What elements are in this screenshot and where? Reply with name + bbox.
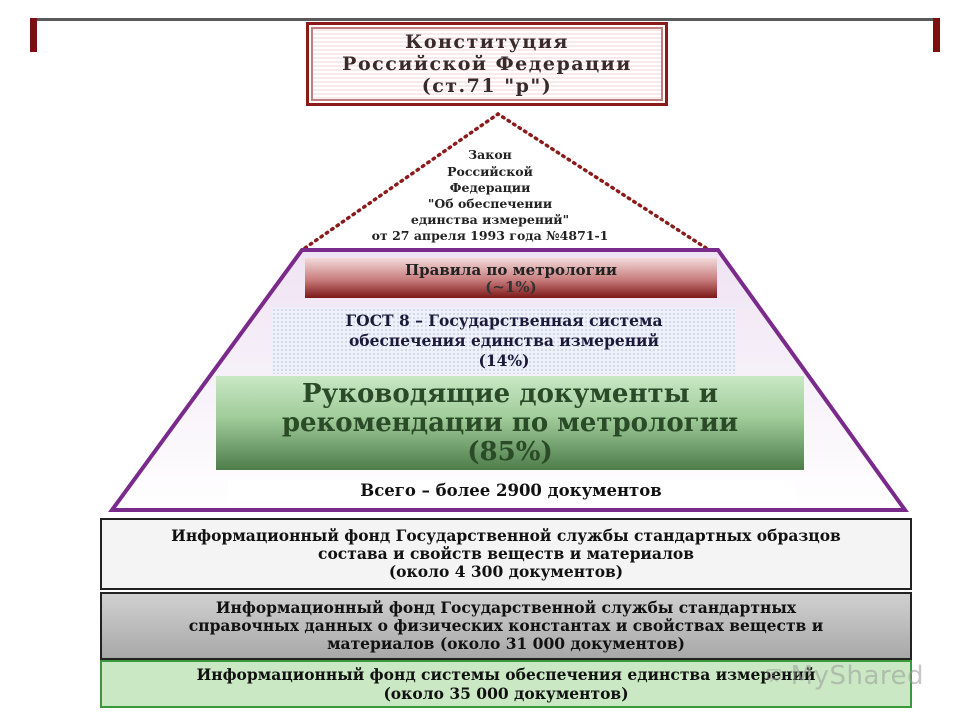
fund-3-line-2: (около 35 000 документов) bbox=[383, 684, 629, 703]
fund-reference-data-box: Информационный фонд Государственной служ… bbox=[100, 592, 912, 660]
gost-line-3: (14%) bbox=[478, 351, 530, 370]
fund-2-line-1: Информационный фонд Государственной служ… bbox=[215, 598, 797, 617]
title-bar-decoration bbox=[30, 18, 940, 52]
constitution-box-inner: Конституция Российской Федерации (ст.71 … bbox=[311, 27, 663, 101]
title-bar-right-cap bbox=[933, 18, 940, 52]
constitution-line-2: Российской Федерации bbox=[342, 53, 632, 75]
title-bar-left-cap bbox=[30, 18, 37, 52]
law-line-6: от 27 апреля 1993 года №4871-1 bbox=[371, 228, 609, 244]
metrology-rules-box: Правила по метрологии (~1%) bbox=[305, 258, 717, 298]
law-dotted-triangle bbox=[303, 111, 708, 250]
fund-2-line-3: материалов (около 31 000 документов) bbox=[327, 634, 685, 653]
guidance-line-1: Руководящие документы и bbox=[301, 378, 719, 409]
constitution-line-3: (ст.71 "р") bbox=[421, 75, 553, 97]
gost-line-2: обеспечения единства измерений bbox=[348, 331, 660, 350]
law-line-3: Федерации bbox=[449, 179, 531, 195]
law-line-1: Закон bbox=[468, 147, 512, 163]
gost-line-1: ГОСТ 8 – Государственная система bbox=[345, 311, 663, 330]
gost-box: ГОСТ 8 – Государственная система обеспеч… bbox=[272, 308, 736, 374]
watermark-text: MyShared bbox=[790, 661, 924, 691]
law-line-4: "Об обеспечении bbox=[427, 196, 553, 211]
fund-reference-materials-box: Информационный фонд Государственной служ… bbox=[100, 518, 912, 590]
fund-1-line-3: (около 4 300 документов) bbox=[388, 562, 624, 581]
fund-1-line-2: состава и свойств веществ и материалов bbox=[318, 544, 694, 563]
metrology-rules-label: Правила по метрологии bbox=[404, 261, 618, 279]
watermark: MyShared bbox=[766, 656, 924, 696]
law-text: Закон Российской Федерации "Об обеспечен… bbox=[360, 146, 620, 246]
watermark-logo-icon bbox=[767, 669, 781, 683]
total-documents-label: Всего – более 2900 документов bbox=[228, 480, 794, 502]
guidance-documents-box: Руководящие документы и рекомендации по … bbox=[216, 376, 804, 470]
fund-3-line-1: Информационный фонд системы обеспечения … bbox=[196, 665, 816, 684]
law-line-5: единства измерений" bbox=[410, 212, 570, 228]
metrology-rules-share: (~1%) bbox=[485, 278, 537, 296]
constitution-line-1: Конституция bbox=[405, 31, 569, 53]
fund-1-line-1: Информационный фонд Государственной служ… bbox=[171, 526, 841, 545]
guidance-line-3: (85%) bbox=[467, 436, 553, 467]
law-line-2: Российской bbox=[447, 163, 533, 179]
guidance-line-2: рекомендации по метрологии bbox=[281, 407, 739, 438]
fund-measurement-uniformity-box: Информационный фонд системы обеспечения … bbox=[100, 660, 912, 708]
constitution-box: Конституция Российской Федерации (ст.71 … bbox=[306, 22, 668, 106]
title-bar-line bbox=[30, 18, 940, 21]
fund-2-line-2: справочных данных о физических константа… bbox=[188, 616, 824, 635]
